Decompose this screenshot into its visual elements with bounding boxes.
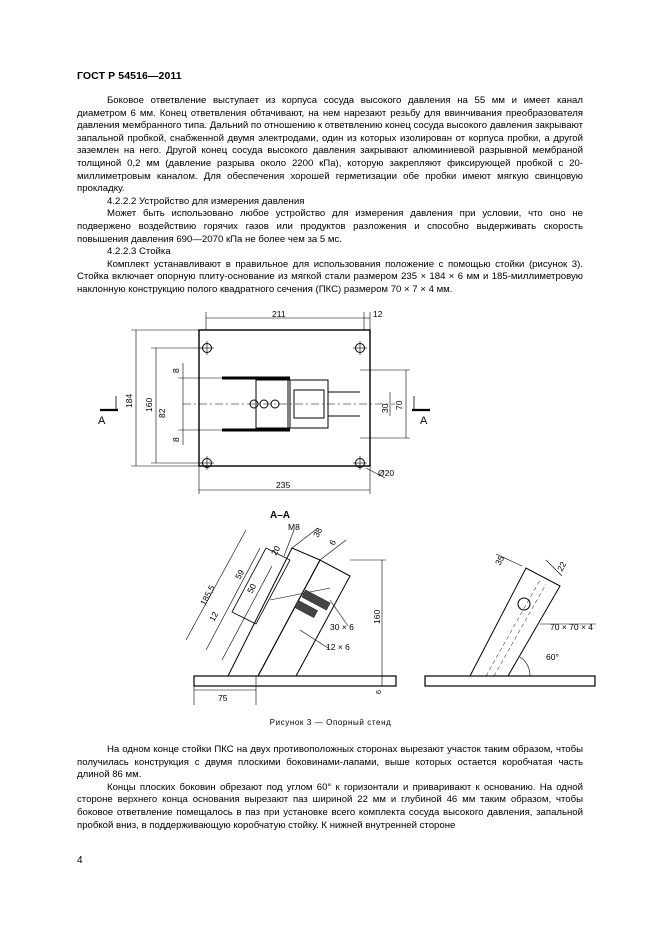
page-number: 4: [77, 855, 83, 866]
dim-82: 82: [157, 408, 167, 418]
dim-hole-20: Ø20: [378, 468, 394, 478]
inclined-tube-left: [227, 547, 351, 677]
dim-184: 184: [124, 394, 134, 408]
dim-160-section: 160: [372, 610, 382, 624]
figure-support-stand: 211 12 235 184 160 82 8 8 30 70 Ø20 A A …: [98, 309, 596, 705]
dim-160: 160: [144, 398, 154, 412]
base-plate-side: [424, 675, 596, 687]
angle-60: 60°: [546, 652, 559, 662]
paragraph-legs-welding: Концы плоских боковин обрезают под углом…: [77, 781, 583, 831]
dim-8-lower: 8: [171, 437, 181, 442]
body-text-top: Боковое ответвление выступает из корпуса…: [77, 95, 583, 297]
paragraph-vessel-branch: Боковое ответвление выступает из корпуса…: [77, 95, 583, 195]
dim-70x70x4: 70 × 70 × 4: [550, 622, 593, 632]
dim-50: 50: [245, 582, 258, 595]
slot-detail: [294, 589, 331, 618]
dim-38: 38: [311, 526, 324, 539]
dim-70: 70: [394, 400, 404, 410]
paragraph-tube-cut: На одном конце стойки ПКС на двух против…: [77, 744, 583, 781]
inclined-tube-right: [469, 567, 561, 677]
mounting-hole-icon: [200, 341, 367, 470]
section-title-pressure-device: 4.2.2.2 Устройство для измерения давлени…: [107, 195, 305, 207]
dim-12-section: 12: [207, 610, 220, 623]
section-title-stand: 4.2.2.3 Стойка: [107, 246, 171, 258]
document-header: ГОСТ Р 54516—2011: [77, 70, 182, 82]
dim-m8: M8: [288, 522, 300, 532]
dim-59: 59: [233, 568, 246, 581]
paragraph-pressure-device: Может быть использовано любое устройство…: [77, 208, 583, 245]
dim-211: 211: [272, 309, 286, 319]
paragraph-stand: Комплект устанавливают в правильное для …: [77, 258, 583, 295]
dim-75: 75: [218, 693, 228, 703]
dim-185-5: 185,5: [198, 583, 217, 607]
body-text-bottom: На одном конце стойки ПКС на двух против…: [77, 744, 583, 832]
section-marker-right: A: [420, 415, 428, 427]
dim-8-upper: 8: [171, 368, 181, 373]
dim-22: 22: [555, 560, 568, 573]
dim-12: 12: [373, 309, 383, 319]
base-plate-section: [193, 675, 397, 687]
section-marker-left: A: [98, 415, 106, 427]
dim-30x6: 30 × 6: [330, 622, 354, 632]
dim-6-base: 6: [376, 690, 383, 694]
dim-235: 235: [276, 480, 290, 490]
figure-caption: Рисунок 3 — Опорный стенд: [269, 718, 392, 727]
dim-35: 35: [493, 554, 506, 567]
dim-20: 20: [269, 544, 282, 557]
section-label: A–A: [270, 510, 290, 521]
dim-12x6: 12 × 6: [326, 642, 350, 652]
base-plate-top-view: [198, 329, 371, 467]
dim-6: 6: [327, 538, 338, 547]
dim-30: 30: [380, 403, 390, 413]
